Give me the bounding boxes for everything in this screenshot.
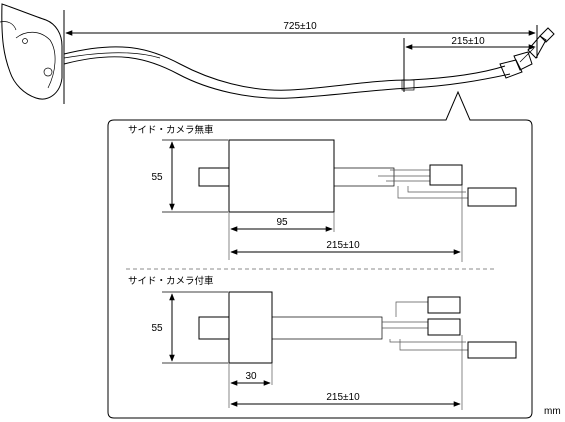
- harness-schematic-with-camera: [162, 291, 517, 410]
- connector-2c: [467, 341, 517, 359]
- body-length-label-2: 30: [245, 371, 257, 382]
- end-length-label: 215±10: [451, 36, 485, 47]
- overall-label-1: 215±10: [326, 240, 360, 251]
- unit-label: mm: [544, 406, 561, 417]
- harness-body-2: [228, 291, 273, 364]
- mirror-housing: [0, 3, 63, 100]
- connector-1a: [429, 164, 463, 186]
- cable-sheath-2: [271, 316, 383, 340]
- cable-sheath-1: [333, 167, 395, 187]
- connector-2b: [427, 318, 461, 336]
- caption-with-camera: サイド・カメラ付車: [128, 275, 214, 287]
- overall-length-label: 725±10: [283, 21, 317, 32]
- height-label-1: 55: [151, 172, 163, 183]
- height-label-2: 55: [151, 323, 163, 334]
- wire-harness-cable: [63, 46, 511, 99]
- caption-without-camera: サイド・カメラ無車: [128, 124, 214, 136]
- grommet-block-2: [198, 316, 230, 340]
- connector-end-assembly: [499, 27, 555, 79]
- overall-label-2: 215±10: [326, 392, 360, 403]
- harness-schematic-without-camera: [162, 139, 517, 262]
- body-length-label-1: 95: [276, 217, 288, 228]
- connector-2a: [427, 296, 461, 314]
- harness-body-1: [228, 139, 335, 213]
- grommet-block-1: [198, 167, 230, 187]
- detail-callout-box: [107, 90, 533, 419]
- connector-1b: [467, 187, 517, 207]
